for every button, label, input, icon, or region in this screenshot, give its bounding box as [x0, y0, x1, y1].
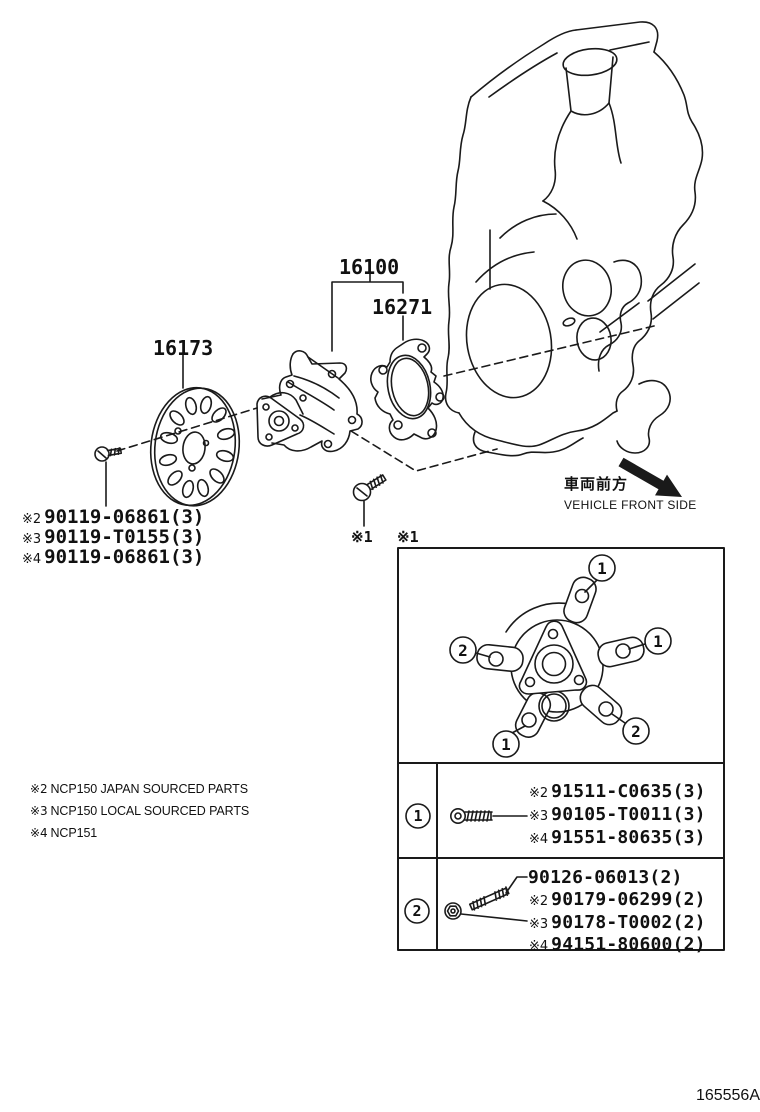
ref-mark: ※2: [30, 782, 48, 796]
inset-table-frame: [397, 547, 725, 951]
table-row1-bolt-icon: [449, 807, 528, 824]
part-number: 90178-T0002(2): [551, 912, 706, 933]
inset-callouts: [449, 554, 672, 758]
ref-mark: ※3: [529, 809, 549, 824]
part-number: 90119-06861(3): [44, 546, 205, 568]
pulley-bolt-part-row: ※2 90119-06861(3): [22, 506, 204, 528]
part-number: 90119-T0155(3): [44, 526, 205, 548]
vehicle-front-label-jp: 車両前方: [564, 475, 629, 493]
table-part-row: ※4 91551-80635(3): [529, 827, 706, 848]
pulley-part-label: 16173: [153, 336, 214, 360]
ref-mark: ※3: [22, 532, 42, 547]
table-part-row: ※2 91511-C0635(3): [529, 781, 706, 802]
part-number: 91511-C0635(3): [551, 781, 706, 802]
ref-mark: ※4: [22, 552, 42, 567]
ref-mark: ※3: [30, 804, 48, 818]
table-part-row: 90126-06013(2): [528, 867, 683, 888]
pump-assy-part-label: 16100: [339, 255, 400, 279]
ref-mark: ※4: [529, 939, 549, 954]
callout-1-bottom-left: 1: [501, 735, 511, 754]
pump-bolt-icon: [352, 474, 387, 502]
pulley-bolt-part-row: ※3 90119-T0155(3): [22, 526, 204, 548]
ref-mark: ※4: [30, 826, 48, 840]
footnote-text: NCP151: [50, 826, 98, 840]
footnote-text: NCP150 JAPAN SOURCED PARTS: [50, 782, 249, 796]
water-pump-drawing: [256, 350, 363, 453]
table-key-circles: [404, 803, 431, 924]
ref-mark: ※2: [529, 894, 549, 909]
dashed-leaders: [116, 325, 655, 472]
ref-mark: ※3: [529, 917, 549, 932]
engine-block-drawing: [444, 21, 704, 457]
gasket-drawing: [370, 338, 445, 441]
ref-mark: ※2: [529, 786, 549, 801]
table-row2-stud-icon: [468, 876, 528, 911]
footnote-text: NCP150 LOCAL SOURCED PARTS: [50, 804, 250, 818]
part-number: 90179-06299(2): [551, 889, 706, 910]
table-part-row: ※2 90179-06299(2): [529, 889, 706, 910]
footnote: ※4 NCP151: [30, 826, 97, 840]
bolt-ref-mark: ※1: [351, 528, 373, 546]
inset-pump-rear-view: [449, 554, 672, 758]
footnote: ※2 NCP150 JAPAN SOURCED PARTS: [30, 782, 248, 796]
vehicle-front-label-en: VEHICLE FRONT SIDE: [564, 498, 697, 512]
vehicle-front-arrow-icon: [618, 457, 682, 497]
part-number: 90105-T0011(3): [551, 804, 706, 825]
callout-2-left: 2: [458, 641, 468, 660]
table-row2-nut-icon: [444, 902, 528, 922]
label-leaders: [105, 273, 404, 527]
pulley-drawing: [149, 386, 241, 507]
ref-mark: ※4: [529, 832, 549, 847]
pulley-bolt-icon: [94, 446, 123, 462]
gasket-part-label: 16271: [372, 295, 433, 319]
table-part-row: ※4 94151-80600(2): [529, 934, 706, 955]
part-number: 90119-06861(3): [44, 506, 205, 528]
footnote: ※3 NCP150 LOCAL SOURCED PARTS: [30, 804, 249, 818]
table-row2-key: 2: [412, 902, 421, 920]
callout-2-bottom-right: 2: [631, 722, 641, 741]
callout-1-right: 1: [653, 632, 663, 651]
part-number: 91551-80635(3): [551, 827, 706, 848]
inset-ref-mark: ※1: [397, 528, 419, 546]
ref-mark: ※2: [22, 512, 42, 527]
table-part-row: ※3 90105-T0011(3): [529, 804, 706, 825]
pulley-bolt-part-row: ※4 90119-06861(3): [22, 546, 204, 568]
figure-code: 165556A: [695, 1087, 760, 1104]
table-row1-key: 1: [413, 807, 422, 825]
part-number: 94151-80600(2): [551, 934, 706, 955]
part-number: 90126-06013(2): [528, 867, 683, 888]
table-part-row: ※3 90178-T0002(2): [529, 912, 706, 933]
callout-1-top: 1: [597, 559, 607, 578]
